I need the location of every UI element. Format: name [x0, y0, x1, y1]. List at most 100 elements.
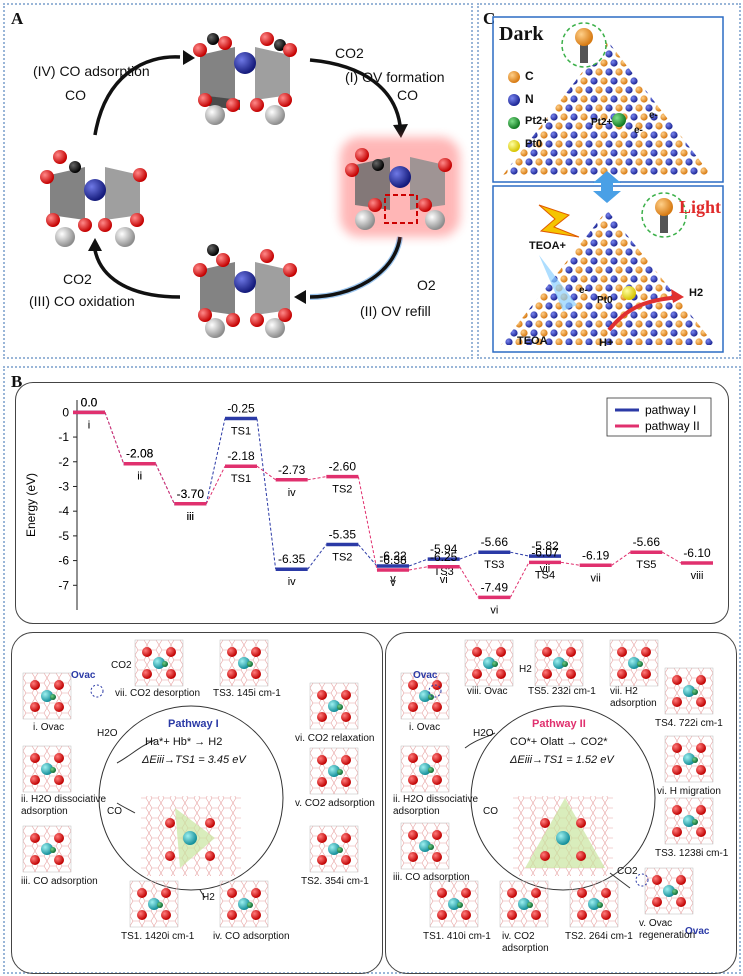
- p2-state-v: v. Ovac regeneration: [639, 918, 696, 941]
- series-connector: [459, 551, 479, 560]
- state-label: iv: [288, 487, 296, 499]
- data-value-label: -3.70: [177, 487, 205, 501]
- y-tick-label: -7: [58, 578, 69, 592]
- data-value-label: 0.0: [81, 395, 98, 409]
- state-label: TS2: [332, 484, 352, 496]
- data-value-label: -6.10: [683, 546, 711, 560]
- h2-label: H2: [689, 287, 704, 299]
- light-lattice: [501, 210, 715, 345]
- p1-state-ts1: TS1. 1420i cm-1: [121, 931, 195, 942]
- y-tick-label: -6: [58, 554, 69, 568]
- step-i-label: (I) OV formation: [345, 69, 445, 85]
- p2-state-ts1: TS1. 410i cm-1: [423, 931, 491, 942]
- series-connector: [459, 566, 479, 598]
- species-co2-i: CO2: [335, 45, 364, 61]
- ov-cycle-diagram: [40, 32, 460, 338]
- state-label: vi: [440, 574, 448, 586]
- pathway2-equation: CO*+ Olatt → CO2*: [510, 736, 608, 748]
- legend-box: [606, 397, 712, 437]
- state-label: TS3: [434, 566, 454, 578]
- data-value-label: -7.49: [481, 580, 509, 594]
- pathway1-barrier: ΔEiii→TS1 = 3.45 eV: [142, 754, 246, 766]
- legend-pt2: Pt2+: [525, 115, 549, 127]
- pathway1-box: [11, 632, 383, 974]
- pathway2-co2-species: CO2: [617, 866, 638, 877]
- pathway1-co2-species: CO2: [111, 660, 132, 671]
- data-value-label: -5.66: [633, 535, 661, 549]
- pathway1-ovac: Ovac: [71, 670, 96, 681]
- state-label: TS1: [231, 473, 251, 485]
- data-value-label: -6.25: [430, 550, 458, 564]
- dark-label: Dark: [499, 23, 544, 45]
- panel-c-label: C: [483, 9, 496, 28]
- data-value-label: -5.94: [430, 542, 458, 556]
- arrow-iv-to-top: [93, 55, 181, 136]
- series-connector: [104, 412, 125, 464]
- teoa-plus-label: TEOA+: [529, 240, 566, 252]
- p2-state-vi: vi. H migration: [657, 786, 721, 797]
- molecule-right: [340, 137, 460, 237]
- molecule-left: [40, 150, 147, 247]
- state-label: TS1: [231, 426, 251, 438]
- data-value-label: -5.35: [329, 528, 357, 542]
- p1-state-ts3: TS3. 145i cm-1: [213, 688, 281, 699]
- p2-state-ts5: TS5. 232i cm-1: [528, 686, 596, 697]
- step-ii-label: (II) OV refill: [360, 303, 431, 319]
- legend-pt0: Pt0: [525, 138, 543, 150]
- series-connector: [408, 558, 428, 567]
- pt2-label: Pt2+: [591, 117, 613, 128]
- carbon-nitride-diagram: [492, 16, 724, 353]
- legend-n: N: [525, 92, 534, 106]
- series-connector: [357, 476, 378, 571]
- p1-state-iv: iv. CO adsorption: [213, 931, 290, 942]
- legend-c: C: [525, 69, 534, 83]
- arrowhead-1: [183, 50, 195, 65]
- p2-state-ts3: TS3. 1238i cm-1: [655, 848, 729, 859]
- data-value-label: -0.25: [227, 402, 255, 416]
- y-tick-label: -3: [58, 479, 69, 493]
- species-co2-iii: CO2: [63, 271, 92, 287]
- y-tick-label: -1: [58, 430, 69, 444]
- pathway-structures: [22, 639, 714, 928]
- panel-a-label: A: [11, 9, 24, 28]
- p2-state-i: i. Ovac: [409, 722, 441, 733]
- arrowhead-2: [393, 124, 408, 138]
- pathway2-h2o-species: H2O: [473, 728, 494, 739]
- y-axis-label: Energy (eV): [24, 473, 38, 537]
- p1-state-ii: ii. H2O dissociative adsorption: [21, 794, 107, 817]
- state-label: iii: [187, 511, 194, 523]
- pathway2-barrier: ΔEiii→TS1 = 1.52 eV: [510, 754, 614, 766]
- molecule-top: [193, 32, 297, 125]
- state-label: i: [88, 419, 90, 431]
- pathway2-ovac: Ovac: [413, 670, 438, 681]
- p2-state-iii: iii. CO adsorption: [393, 872, 470, 883]
- state-label: iii: [187, 511, 194, 523]
- p2-state-ii: ii. H2O dissociative adsorption: [393, 794, 479, 817]
- state-label: TS4: [535, 569, 555, 581]
- data-value-label: -2.73: [278, 463, 306, 477]
- light-label: Light: [679, 197, 722, 217]
- state-label: vii: [540, 563, 550, 575]
- pathway1-title: Pathway I: [168, 718, 219, 730]
- data-value-label: -6.35: [278, 552, 306, 566]
- p1-state-v: v. CO2 adsorption: [295, 798, 375, 809]
- pathway1-co-species: CO: [107, 806, 122, 817]
- y-tick-label: -2: [58, 455, 69, 469]
- molecule-bottom: [193, 244, 297, 338]
- y-tick-label: -4: [58, 504, 69, 518]
- electron-label-2: e-: [649, 110, 658, 121]
- series-connector: [307, 476, 327, 481]
- state-label: ii: [137, 471, 142, 483]
- data-value-label: -2.08: [126, 447, 154, 461]
- species-o2-ii: O2: [417, 277, 436, 293]
- legend-label: pathway I: [645, 403, 696, 417]
- energy-chart-frame: [15, 382, 729, 624]
- pathway2-co-species: CO: [483, 806, 498, 817]
- series-connector: [205, 418, 226, 504]
- series-connector: [611, 551, 631, 566]
- panel-b-label: B: [11, 372, 23, 391]
- p1-state-i: i. Ovac: [33, 722, 65, 733]
- arrow-bottom-to-left: [93, 249, 181, 299]
- legend-label: pathway II: [645, 419, 700, 433]
- state-label: i: [88, 419, 90, 431]
